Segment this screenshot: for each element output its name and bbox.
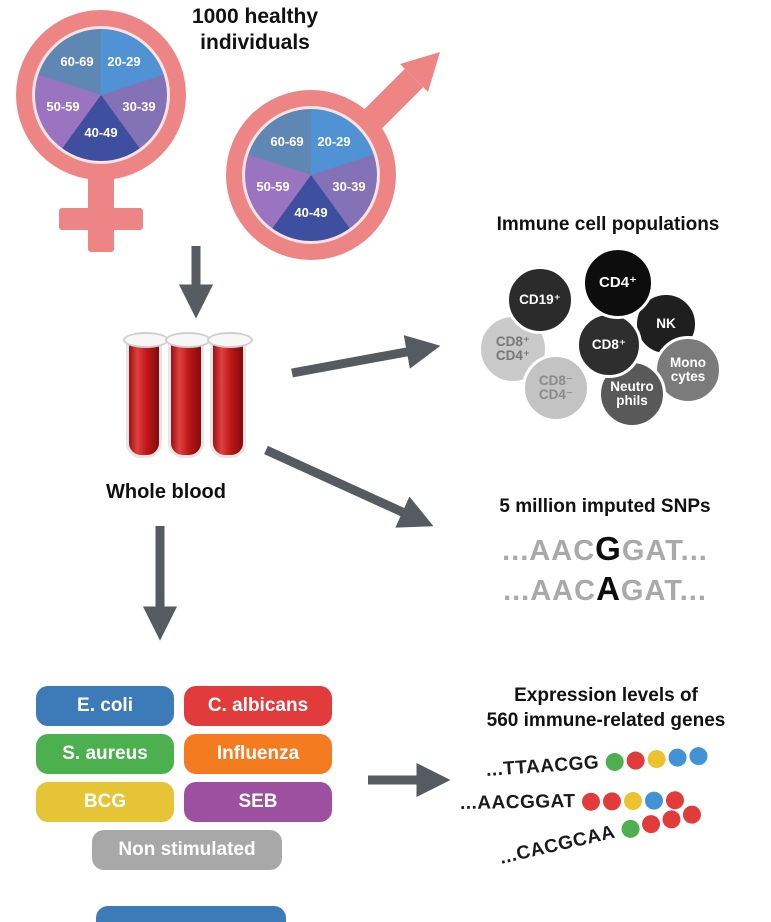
- pie-label-30-39: 30-39: [332, 179, 366, 194]
- blood-tube: [123, 332, 169, 458]
- expression-dot: [668, 747, 688, 768]
- stimulus-pill-non-stimulated: Non stimulated: [92, 830, 282, 870]
- expression-dot: [681, 803, 703, 826]
- stimulus-label: S. aureus: [62, 743, 148, 764]
- seq-suffix: GAT...: [620, 575, 707, 607]
- expression-dot: [603, 792, 622, 811]
- tube-cap: [165, 332, 211, 348]
- gene-expression-row: ...AACGGAT: [460, 789, 685, 815]
- immune-cell-cd19: CD19⁺: [506, 266, 574, 334]
- expression-dot: [689, 746, 709, 766]
- cropped-blue-pill: [96, 906, 286, 922]
- stimulus-label: C. albicans: [207, 695, 309, 716]
- whole-blood-label: Whole blood: [106, 481, 226, 503]
- seq-variant-allele: G: [595, 530, 622, 567]
- female-age-pie-chart: 20-29 30-39 40-49 50-59 60-69: [32, 26, 170, 164]
- snp-sequence-row: ...AACGGAT...: [445, 530, 765, 570]
- blood-tube: [207, 332, 253, 458]
- expression-dot: [640, 813, 662, 835]
- arrow-blood-to-cells: [291, 335, 441, 378]
- pie-label-20-29: 20-29: [107, 54, 141, 69]
- pie-label-60-69: 60-69: [270, 134, 304, 149]
- seq-suffix: GAT...: [621, 535, 708, 567]
- immune-cell-cd8: CD8⁺: [576, 312, 642, 378]
- immune-cell-cluster: CD8⁺ CD4⁺ CD19⁺ NK Mono cytes CD8⁻ CD4⁻ …: [468, 244, 768, 434]
- expression-dot: [660, 808, 683, 831]
- expression-dot: [624, 791, 643, 811]
- stimulus-pill-e-coli: E. coli: [36, 686, 174, 726]
- blood-tubes-icon: [123, 332, 256, 469]
- expression-dot: [647, 749, 667, 769]
- stimulus-pill-seb: SEB: [184, 782, 332, 822]
- tube-body: [210, 338, 246, 458]
- expression-dot: [605, 752, 625, 772]
- stimulus-label: Non stimulated: [118, 839, 256, 860]
- snp-sequence-row: ...AACAGAT...: [445, 570, 765, 610]
- stimulus-pill-influenza: Influenza: [184, 734, 332, 774]
- gene-sequence: ...CACGCAA: [497, 821, 618, 869]
- expression-dot: [619, 818, 642, 840]
- immune-cell-cd4: CD4⁺: [582, 247, 654, 319]
- expression-title: Expression levels of 560 immune-related …: [486, 685, 726, 731]
- male-symbol-icon: 20-29 30-39 40-49 50-59 60-69: [226, 52, 456, 270]
- snps-title: 5 million imputed SNPs: [499, 496, 711, 517]
- female-symbol-icon: 20-29 30-39 40-49 50-59 60-69: [16, 10, 196, 260]
- stimulus-pill-bcg: BCG: [36, 782, 174, 822]
- expression-dot: [645, 791, 664, 810]
- stimulus-label: Influenza: [216, 743, 300, 764]
- seq-variant-allele: A: [596, 570, 621, 607]
- tube-body: [168, 338, 204, 458]
- pie-label-30-39: 30-39: [122, 99, 156, 114]
- gene-sequence: ...AACGGAT: [459, 790, 576, 814]
- immune-cell-cd8neg-cd4neg: CD8⁻ CD4⁻: [522, 354, 590, 422]
- male-age-pie-chart: 20-29 30-39 40-49 50-59 60-69: [242, 106, 380, 244]
- pie-label-50-59: 50-59: [256, 179, 290, 194]
- seq-prefix: ...AAC: [503, 575, 597, 607]
- gene-sequence: ...TTAACGG: [485, 752, 600, 781]
- pie-label-40-49: 40-49: [294, 205, 328, 220]
- pie-label-60-69: 60-69: [60, 54, 94, 69]
- pie-label-40-49: 40-49: [84, 125, 118, 140]
- gene-expression-row: ...TTAACGG: [485, 745, 709, 782]
- tube-cap: [123, 332, 169, 348]
- stimulus-label: E. coli: [77, 695, 133, 716]
- expression-dot: [582, 792, 601, 811]
- tube-body: [126, 338, 162, 458]
- stimulus-pill-c-albicans: C. albicans: [184, 686, 332, 726]
- snp-sequences: ...AACGGAT... ...AACAGAT...: [445, 530, 765, 610]
- seq-prefix: ...AAC: [502, 535, 596, 567]
- arrow-blood-to-snps: [264, 445, 434, 528]
- pie-label-20-29: 20-29: [317, 134, 351, 149]
- stimulus-pill-s-aureus: S. aureus: [36, 734, 174, 774]
- stimulus-label: SEB: [238, 791, 278, 812]
- expression-dot: [626, 750, 646, 771]
- immune-populations-title: Immune cell populations: [496, 214, 720, 235]
- blood-tube: [165, 332, 211, 458]
- female-symbol-crossbar: [59, 208, 143, 230]
- tube-cap: [207, 332, 253, 348]
- pie-label-50-59: 50-59: [46, 99, 80, 114]
- stimulus-label: BCG: [83, 791, 127, 812]
- study-title: 1000 healthy individuals: [191, 5, 319, 55]
